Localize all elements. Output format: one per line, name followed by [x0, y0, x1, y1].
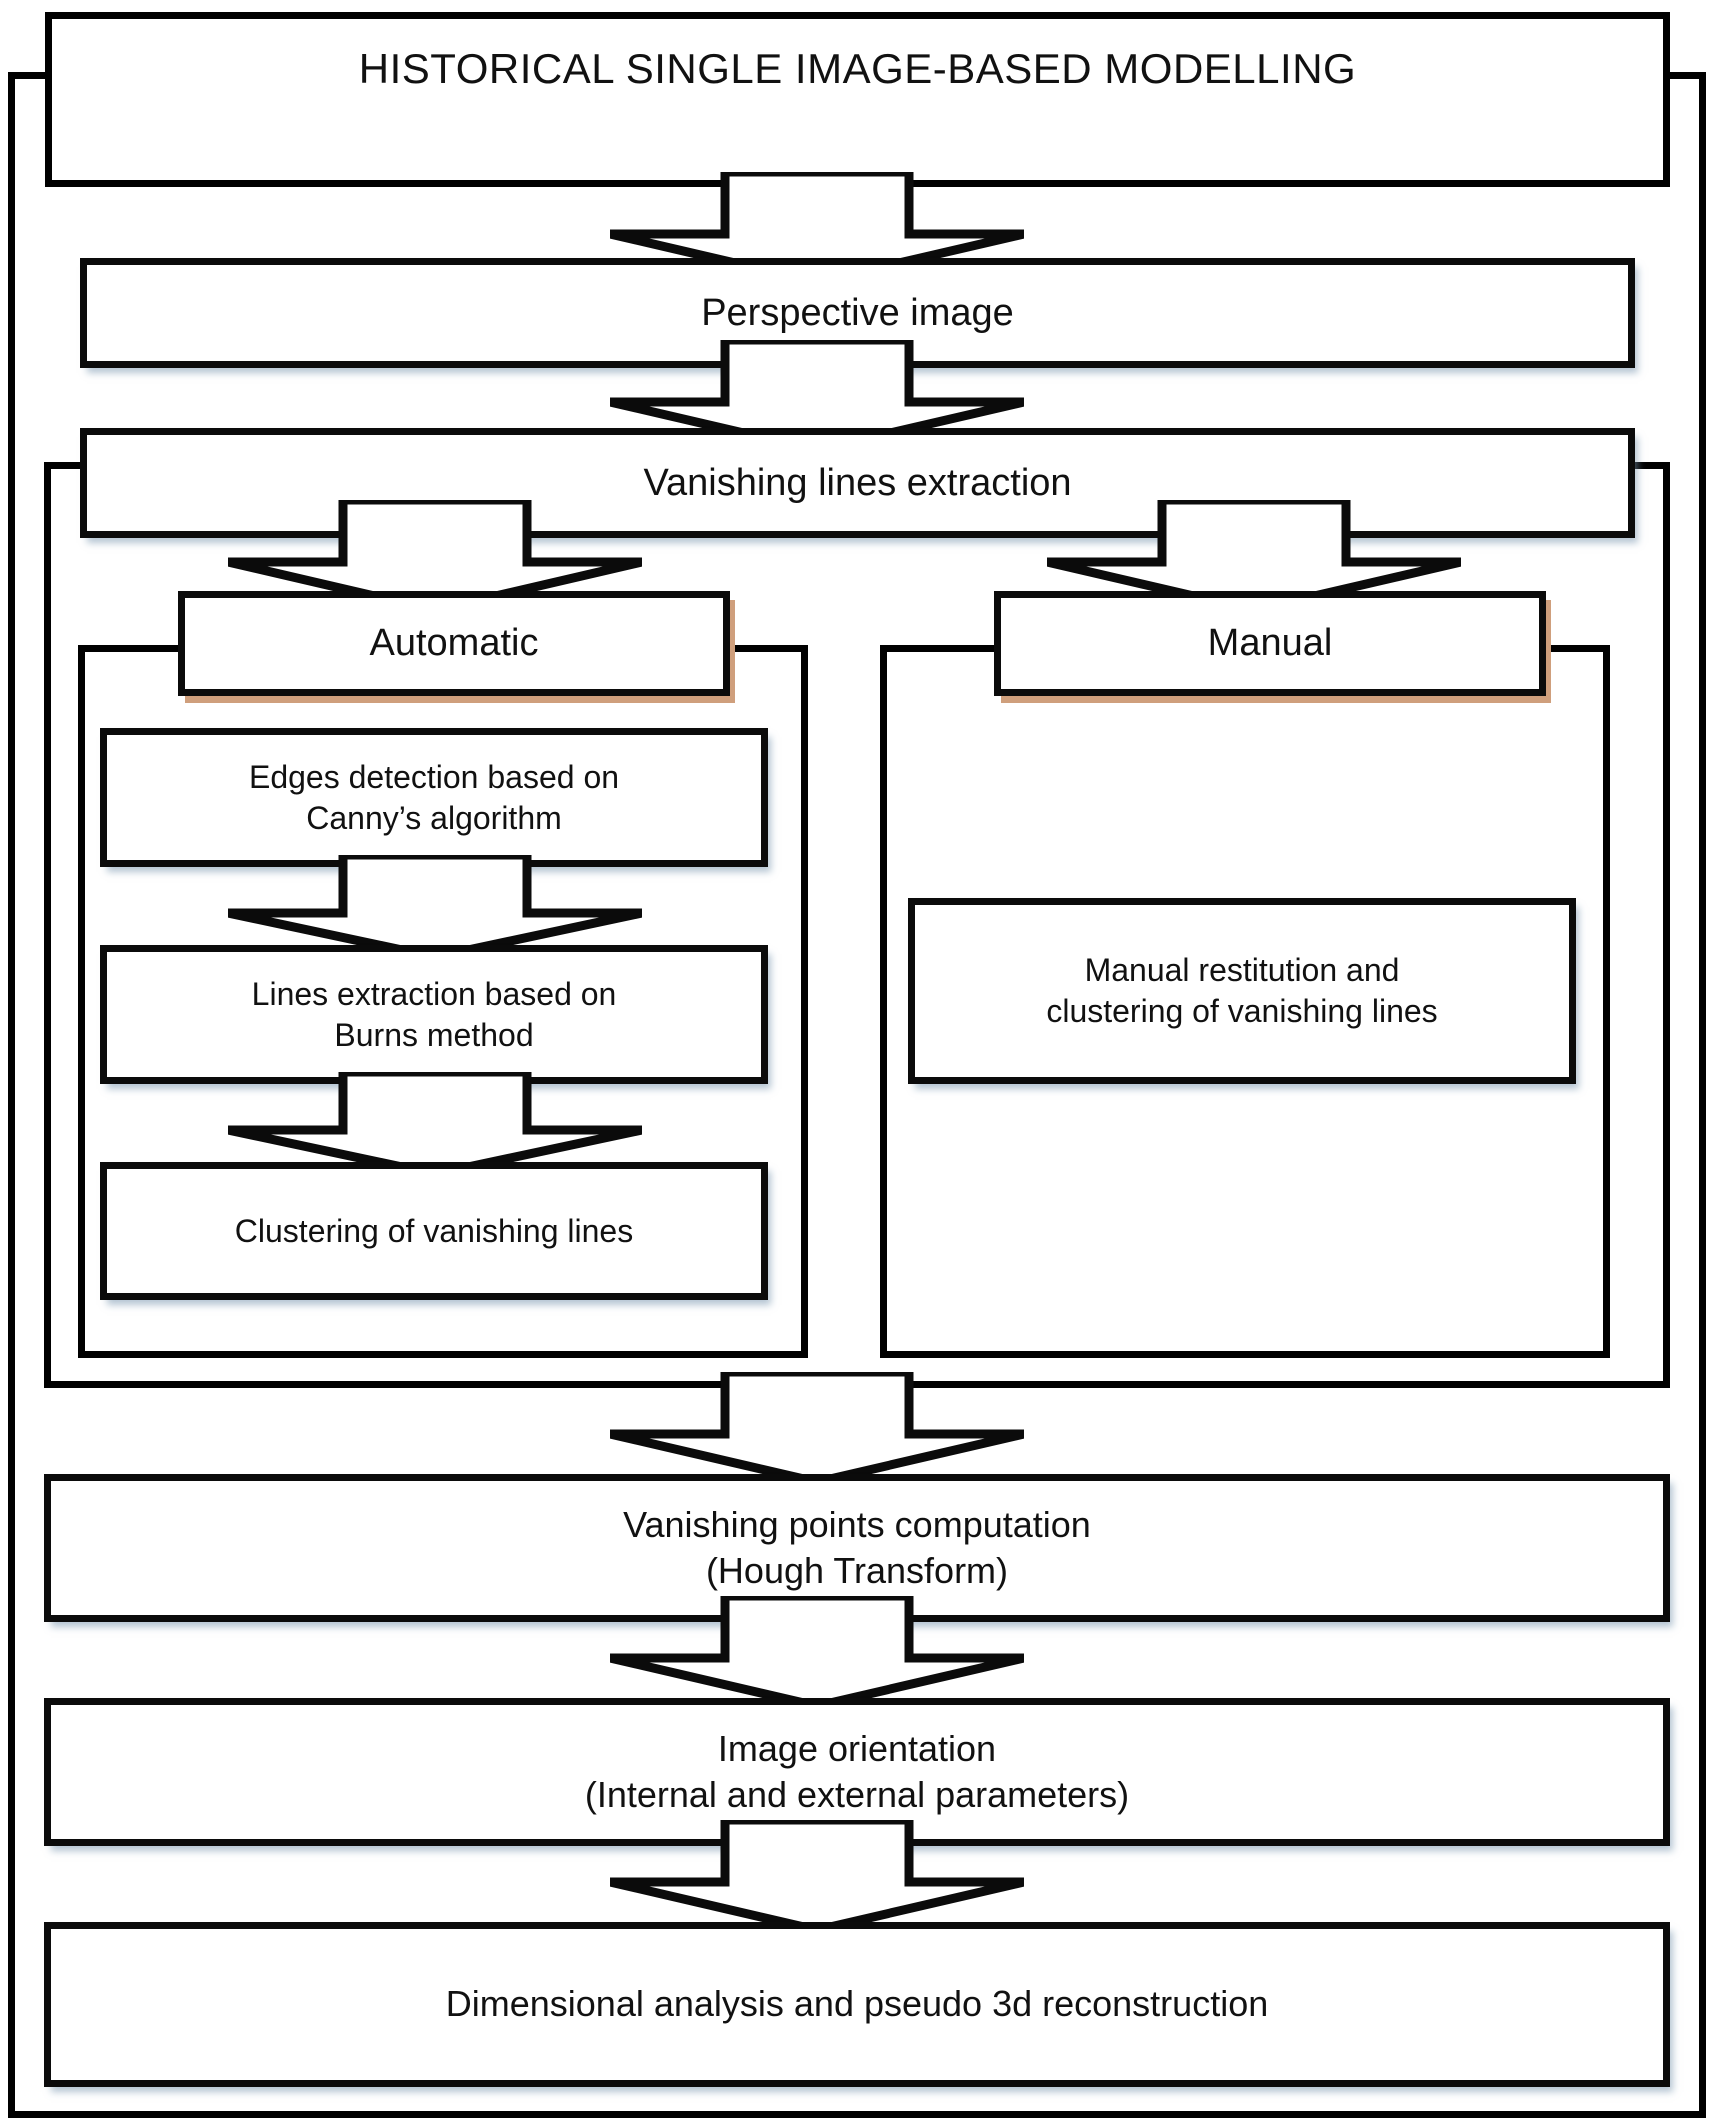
arrow-orientation-to-dimensional: [610, 1820, 1024, 1930]
node-label: Dimensional analysis and pseudo 3d recon…: [445, 1983, 1269, 2025]
node-label: Vanishing lines extraction: [643, 461, 1072, 504]
node-label: Perspective image: [701, 291, 1014, 334]
node-label: Manual: [1207, 622, 1333, 665]
arrow-lines-to-clustering: [228, 1072, 642, 1174]
arrow-vanishing-to-automatic: [228, 500, 642, 610]
arrow-vanishing-to-manual: [1047, 500, 1461, 610]
title-box: HISTORICAL SINGLE IMAGE-BASED MODELLING: [45, 12, 1670, 187]
node-dimensional-analysis: Dimensional analysis and pseudo 3d recon…: [44, 1922, 1670, 2087]
node-clustering-automatic: Clustering of vanishing lines: [100, 1162, 768, 1300]
node-label: Automatic: [369, 622, 539, 665]
node-label: Edges detection based on Canny’s algorit…: [248, 758, 620, 836]
arrow-vanishing-points-to-orientation: [610, 1596, 1024, 1706]
arrow-perspective-to-vanishing-lines: [610, 340, 1024, 450]
node-label: Clustering of vanishing lines: [234, 1212, 634, 1249]
node-label: Image orientation (Internal and external…: [584, 1727, 1130, 1815]
node-manual: Manual: [994, 591, 1546, 696]
node-edges-detection: Edges detection based on Canny’s algorit…: [100, 728, 768, 867]
node-label: Manual restitution and clustering of van…: [1046, 952, 1438, 1029]
node-label: Lines extraction based on Burns method: [251, 975, 617, 1053]
node-label: Vanishing points computation (Hough Tran…: [623, 1503, 1091, 1591]
node-automatic: Automatic: [178, 591, 730, 696]
arrow-branches-to-vanishing-points: [610, 1372, 1024, 1482]
node-lines-extraction: Lines extraction based on Burns method: [100, 945, 768, 1084]
page-title: HISTORICAL SINGLE IMAGE-BASED MODELLING: [358, 45, 1357, 92]
arrow-edges-to-lines: [228, 855, 642, 957]
node-manual-restitution: Manual restitution and clustering of van…: [908, 898, 1576, 1084]
